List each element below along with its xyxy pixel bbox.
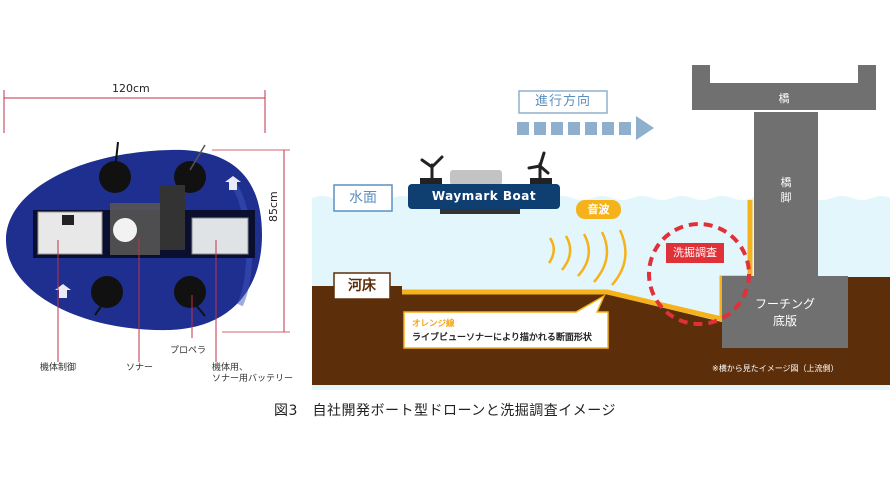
water-surface-label-box	[333, 184, 393, 212]
scour-survey-label-box	[666, 243, 724, 263]
motor-pod	[174, 276, 206, 308]
diagram-note: ※横から見たイメージ図（上流側）	[712, 364, 839, 373]
scour-circle	[647, 222, 751, 326]
callout-battery-line2: ソナー用バッテリー	[212, 374, 294, 384]
sonar-dome	[113, 218, 137, 242]
orange-line-title: オレンジ線	[412, 319, 455, 329]
control-box	[37, 211, 103, 255]
bridge-label: 橋	[778, 92, 790, 105]
battery-box	[191, 217, 249, 255]
pier-label-line1: 橋	[780, 176, 792, 189]
height-dimension-label: 85cm	[267, 191, 280, 222]
sound-wave-label: 音波	[587, 203, 610, 216]
figure-caption: 図3 自社開発ボート型ドローンと洗掘調査イメージ	[274, 403, 616, 419]
callout-control: 機体制御	[40, 363, 77, 373]
motor-pod	[91, 276, 123, 308]
orange-line-description: ライブビューソナーにより描かれる断面形状	[412, 333, 592, 343]
bridge-pier	[754, 112, 818, 277]
callout-battery-line1: 機体用、	[212, 363, 249, 373]
drone-photo: 120cm 85cm 機体制御 ソナー プロペラ 機体用、 ソナー用バッテリー	[0, 70, 300, 390]
bridge-deck	[692, 65, 876, 110]
direction-arrow	[517, 116, 654, 140]
sound-waves	[547, 229, 627, 286]
footing-slab	[722, 276, 848, 348]
callout-propeller: プロペラ	[170, 346, 207, 356]
boat-name: Waymark Boat	[431, 189, 537, 203]
scour-survey-diagram: 進行方向 水面 河床 Waymark Boat 音波 洗掘調査 橋 橋 脚 フー…	[312, 60, 890, 390]
riverbed-label: 河床	[348, 278, 376, 294]
scour-survey-label: 洗掘調査	[673, 246, 717, 259]
pier-label-line2: 脚	[780, 191, 792, 204]
footing-label-line1: フーチング	[754, 297, 815, 311]
water-surface-label: 水面	[349, 190, 377, 206]
drone-photo-illustration	[3, 90, 290, 362]
waymark-boat	[408, 151, 560, 214]
direction-label-box	[518, 90, 608, 114]
motor-pod	[99, 161, 131, 193]
width-dimension-label: 120cm	[112, 82, 150, 95]
riverbed-label-box	[333, 272, 391, 300]
diagram-canvas	[312, 65, 890, 390]
direction-label: 進行方向	[534, 94, 591, 109]
sound-wave-label-box	[576, 200, 621, 219]
propeller-icon	[420, 155, 444, 180]
propeller-icon	[527, 151, 550, 180]
orange-line-callout	[403, 294, 609, 349]
footing-label-line2: 底版	[772, 314, 797, 328]
callout-sonar: ソナー	[126, 363, 154, 373]
